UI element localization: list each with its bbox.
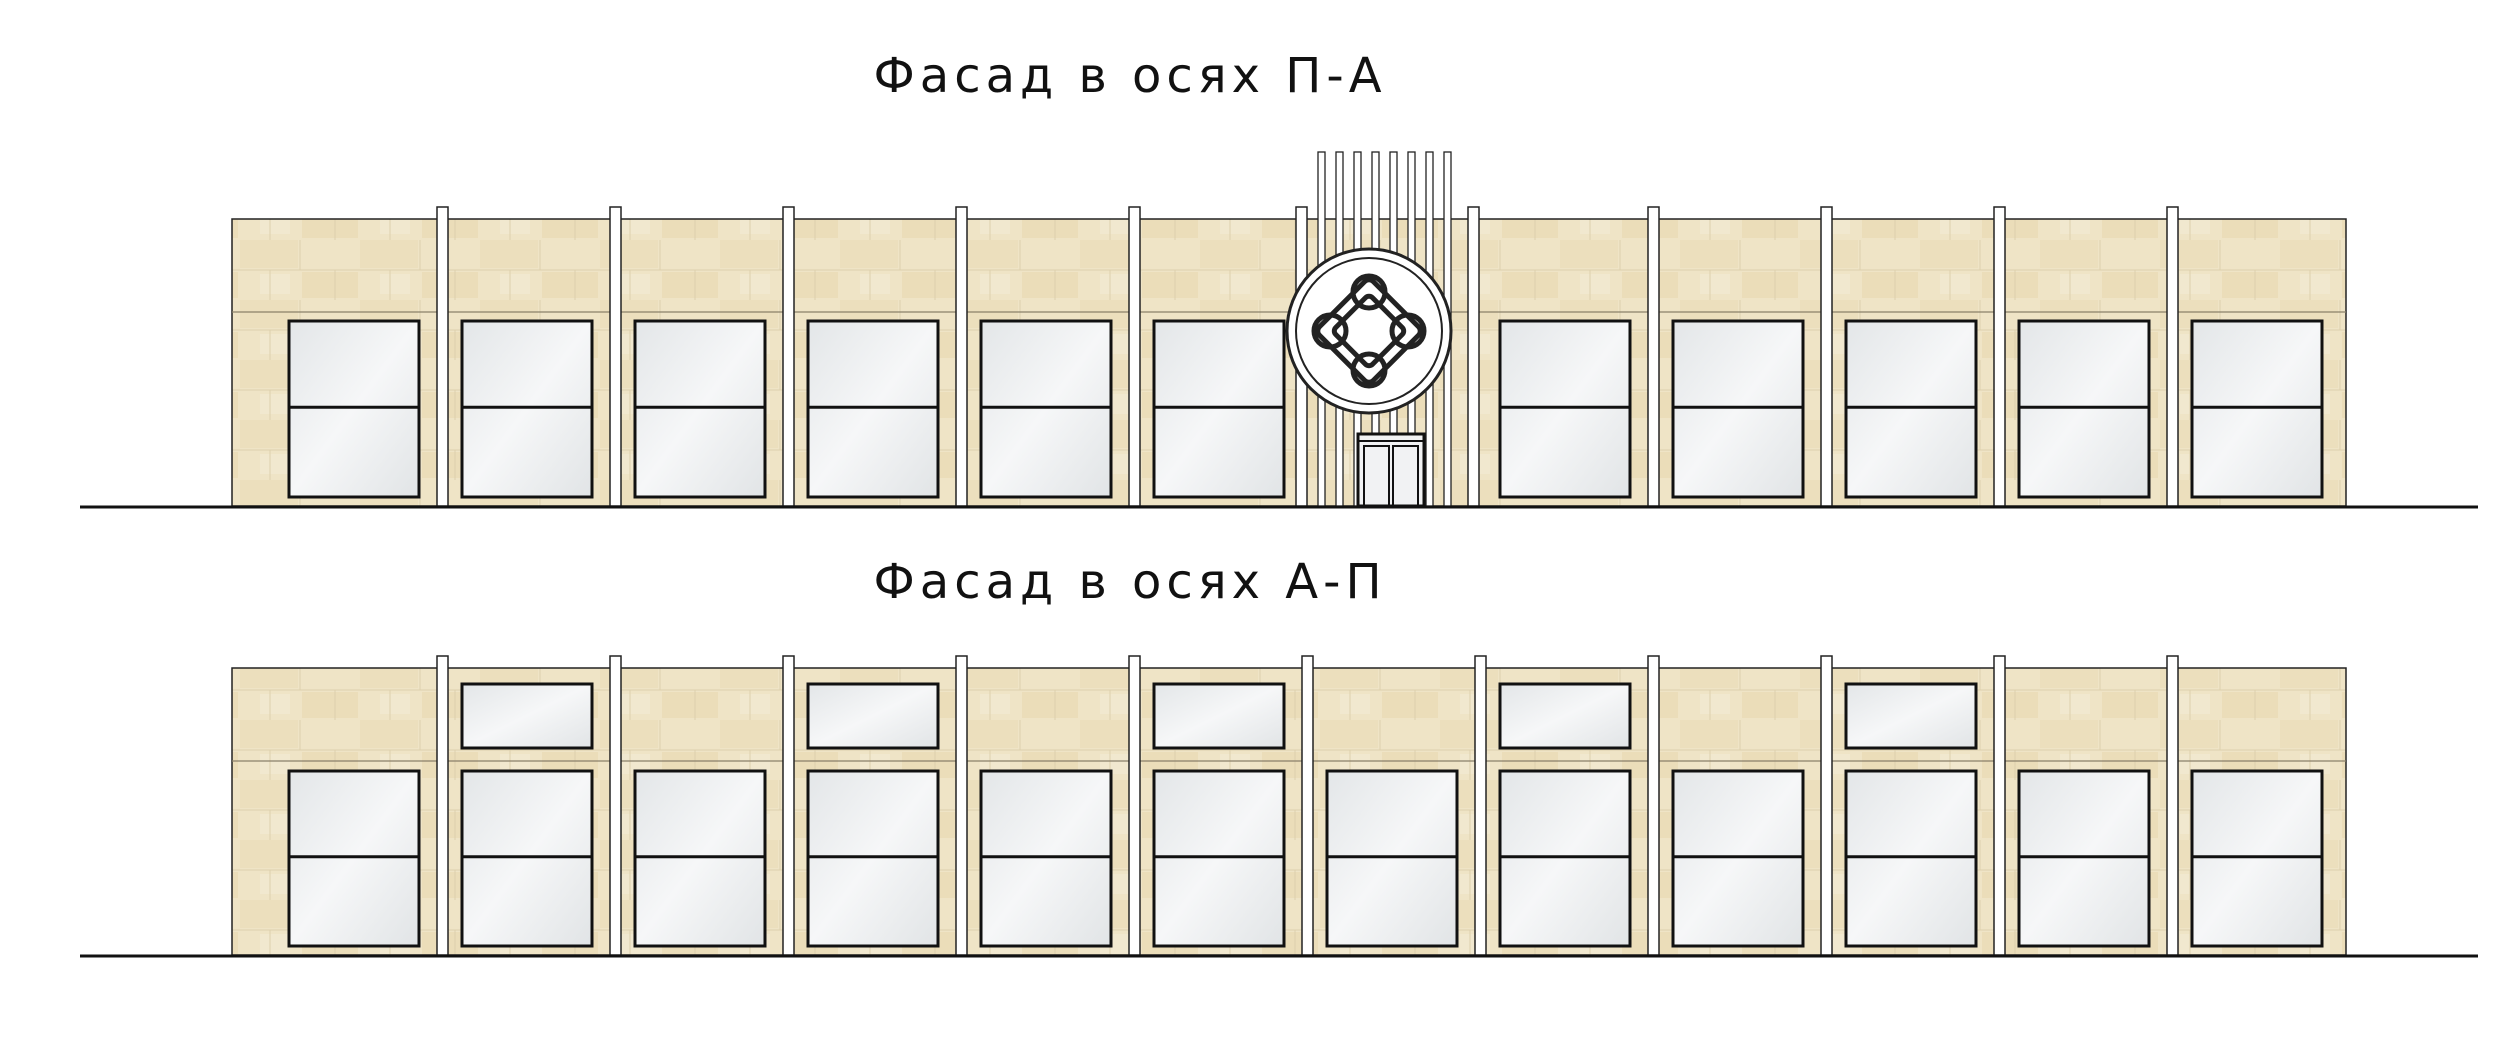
facade-bottom (80, 655, 2478, 958)
pilaster (1301, 655, 1314, 956)
window (1498, 769, 1632, 948)
window (1671, 769, 1805, 948)
pilaster (1820, 206, 1833, 507)
entrance-door (1356, 432, 1426, 508)
window (460, 769, 594, 948)
pilaster (609, 655, 622, 956)
pilaster (2166, 206, 2179, 507)
window (806, 769, 940, 948)
window (1844, 769, 1978, 948)
pilaster (609, 206, 622, 507)
pilaster (1128, 655, 1141, 956)
window (2190, 319, 2324, 499)
pilaster (2166, 655, 2179, 956)
window (1325, 769, 1459, 948)
window (806, 319, 940, 499)
window (979, 769, 1113, 948)
transom-window (1844, 682, 1978, 750)
transom-window (1152, 682, 1286, 750)
transom-window (1498, 682, 1632, 750)
pilaster (436, 206, 449, 507)
transom-window (806, 682, 940, 750)
pilaster (1820, 655, 1833, 956)
window (460, 319, 594, 499)
window (633, 769, 767, 948)
window (2190, 769, 2324, 948)
pilaster (1647, 206, 1660, 507)
window (979, 319, 1113, 499)
window (2017, 319, 2151, 499)
pilaster (1993, 206, 2006, 507)
window (287, 319, 421, 499)
pilaster (436, 655, 449, 956)
pilaster (1128, 206, 1141, 507)
window (287, 769, 421, 948)
pilaster (955, 655, 968, 956)
facade-top (80, 151, 2478, 509)
window (1152, 319, 1286, 499)
pilaster (955, 206, 968, 507)
window (1152, 769, 1286, 948)
window (633, 319, 767, 499)
pilaster (782, 206, 795, 507)
pilaster (1467, 206, 1480, 507)
window (1671, 319, 1805, 499)
window (2017, 769, 2151, 948)
window (1498, 319, 1632, 499)
window (1844, 319, 1978, 499)
endless-knot-ornament (1285, 247, 1453, 415)
pilaster (1474, 655, 1487, 956)
pilaster (1647, 655, 1660, 956)
pilaster (1993, 655, 2006, 956)
transom-window (460, 682, 594, 750)
pilaster (782, 655, 795, 956)
facade-title-bottom: Фасад в осях А-П (873, 554, 1387, 610)
facade-title-top: Фасад в осях П-А (873, 48, 1387, 104)
